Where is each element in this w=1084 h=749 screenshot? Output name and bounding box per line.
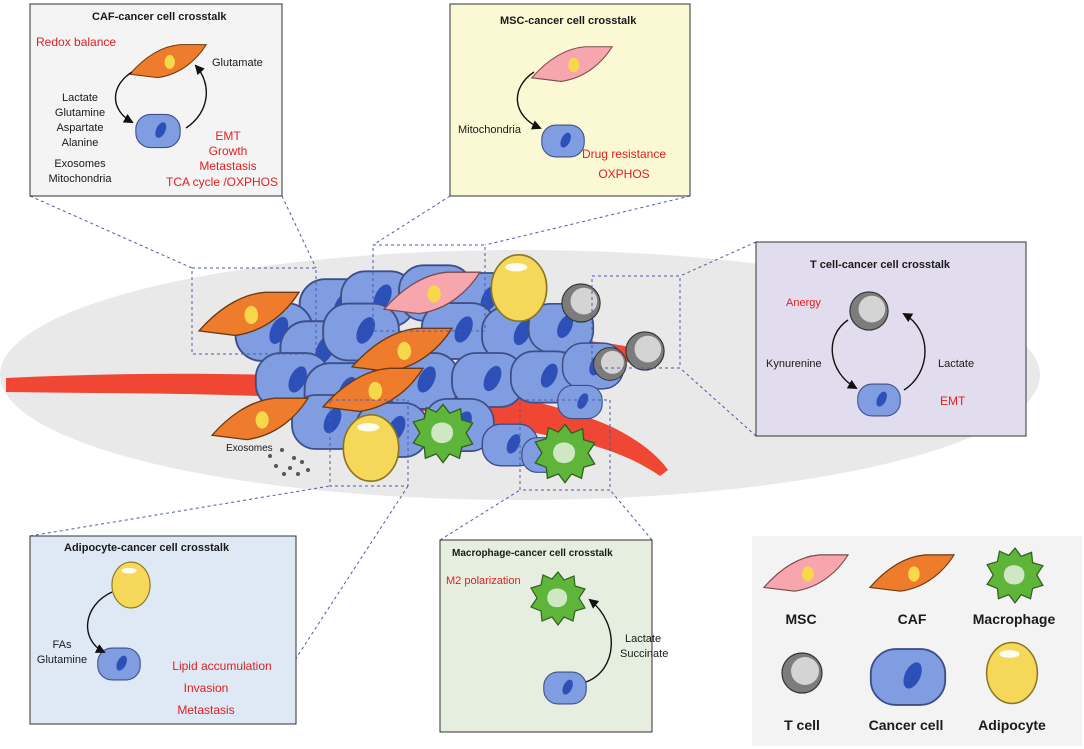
caf-crosstalk-panel: CAF-cancer cell crosstalk Redox balance … — [29, 3, 283, 197]
caf-label-growth: Growth — [209, 144, 248, 158]
caf-label-exosomes: Exosomes — [54, 158, 106, 170]
macrophage-label-lactate: Lactate — [625, 633, 661, 645]
caf-panel-title: CAF-cancer cell crosstalk — [92, 11, 227, 23]
tcell-panel-cancer-cell — [857, 383, 901, 417]
macrophage-crosstalk-panel: Macrophage-cancer cell crosstalk M2 pola… — [439, 539, 668, 733]
msc-label-mitochondria: Mitochondria — [458, 124, 522, 136]
adipocyte-label-fas: FAs — [53, 639, 72, 651]
legend-tcell-label: T cell — [784, 717, 820, 733]
caf-label-redox: Redox balance — [36, 35, 116, 49]
macrophage-panel-title: Macrophage-cancer cell crosstalk — [452, 548, 613, 559]
legend-caf-label: CAF — [898, 611, 927, 627]
tcell-label-anergy: Anergy — [786, 297, 821, 309]
caf-label-aspartate: Aspartate — [56, 122, 103, 134]
adipocyte-arrow — [87, 591, 113, 653]
caf-label-alanine: Alanine — [62, 137, 99, 149]
msc-panel-title: MSC-cancer cell crosstalk — [500, 15, 637, 27]
tcell-panel-tcell — [849, 291, 889, 331]
legend-macrophage-label: Macrophage — [973, 611, 1056, 627]
exosomes-label: Exosomes — [226, 443, 273, 454]
msc-crosstalk-panel: MSC-cancer cell crosstalk Mitochondria D… — [449, 3, 691, 197]
macrophage-label-m2: M2 polarization — [446, 575, 521, 587]
caf-arrow-down — [115, 71, 134, 123]
caf-arrow-up — [185, 64, 208, 129]
adipocyte-panel-adipocyte — [111, 561, 151, 609]
adipocyte-panel-cancer-cell — [97, 647, 141, 681]
tcell-crosstalk-panel: T cell-cancer cell crosstalk Anergy Kynu… — [755, 241, 1027, 437]
connector-lines — [29, 195, 757, 721]
tcell-central-2 — [593, 347, 627, 381]
legend-tcell-icon — [781, 652, 823, 694]
tcell-label-kynurenine: Kynurenine — [766, 358, 822, 370]
macrophage-panel-cancer-cell — [543, 671, 587, 705]
caf-label-mitochondria: Mitochondria — [49, 173, 113, 185]
caf-label-lactate: Lactate — [62, 92, 98, 104]
legend-cancer-icon — [869, 648, 947, 706]
adipocyte-central-2 — [342, 413, 400, 483]
tcell-arrow-up — [902, 313, 926, 391]
tcell-central-1 — [561, 283, 601, 323]
tcell-panel-title: T cell-cancer cell crosstalk — [810, 259, 951, 271]
caf-label-tca: TCA cycle /OXPHOS — [166, 175, 278, 189]
adipocyte-central-1 — [490, 253, 548, 323]
msc-label-drug-resistance: Drug resistance — [582, 147, 666, 161]
adipocyte-panel-title: Adipocyte-cancer cell crosstalk — [64, 542, 230, 554]
adipocyte-label-lipid: Lipid accumulation — [172, 659, 271, 673]
exosome-dots — [268, 448, 310, 476]
adipocyte-label-metastasis: Metastasis — [177, 703, 234, 717]
caf-label-glutamate: Glutamate — [212, 57, 263, 69]
zoom-boxes — [191, 244, 681, 491]
macrophage-label-succinate: Succinate — [620, 648, 668, 660]
tcell-label-lactate: Lactate — [938, 358, 974, 370]
legend: MSC CAF Macrophage T cell Cancer cell Ad… — [752, 536, 1082, 746]
caf-label-glutamine: Glutamine — [55, 107, 105, 119]
tcell-arrow-down — [831, 319, 858, 389]
legend-adipocyte-icon — [985, 641, 1039, 705]
adipocyte-crosstalk-panel: Adipocyte-cancer cell crosstalk FAs Glut… — [29, 535, 297, 725]
msc-label-oxphos: OXPHOS — [598, 167, 649, 181]
adipocyte-label-glutamine: Glutamine — [37, 654, 87, 666]
caf-panel-cancer-cell — [135, 113, 181, 149]
legend-msc-label: MSC — [785, 611, 816, 627]
caf-label-metastasis: Metastasis — [199, 159, 256, 173]
msc-arrow — [516, 71, 542, 130]
caf-label-emt: EMT — [215, 129, 241, 143]
adipocyte-label-invasion: Invasion — [184, 681, 229, 695]
macrophage-arrow — [585, 598, 612, 683]
tcell-label-emt: EMT — [940, 394, 966, 408]
legend-adipocyte-label: Adipocyte — [978, 717, 1046, 733]
tcell-central-3 — [625, 331, 665, 371]
legend-cancer-label: Cancer cell — [869, 717, 944, 733]
msc-panel-cancer-cell — [541, 124, 585, 158]
